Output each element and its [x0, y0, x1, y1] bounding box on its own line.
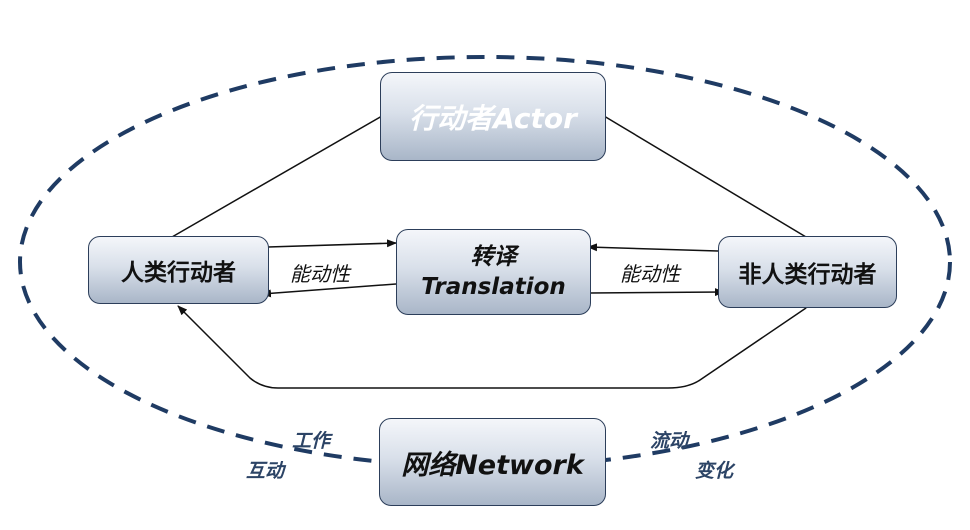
actor-node[interactable]: 行动者Actor [380, 72, 606, 161]
annotation-flow: 流动 [650, 430, 689, 452]
translation-node-label-cn: 转译 [470, 244, 517, 270]
human-to-translation-arrow [267, 239, 397, 248]
side-nodes-loop-path [177, 299, 816, 389]
agency-label-right: 能动性 [620, 262, 680, 286]
annotation-change: 变化 [695, 460, 734, 482]
human-actor-node-label: 人类行动者 [121, 260, 236, 286]
human-actor-node[interactable]: 人类行动者 [88, 236, 269, 304]
nonhuman-actor-node-label: 非人类行动者 [738, 262, 877, 288]
translation-to-nonhuman-arrow [589, 288, 725, 297]
actor-to-human-line [171, 115, 383, 238]
actor-node-label: 行动者Actor [409, 101, 577, 135]
translation-to-human-arrow [261, 283, 397, 298]
annotation-work: 工作 [292, 430, 331, 452]
nonhuman-to-translation-arrow [587, 243, 719, 252]
actor-to-nonhuman-line [603, 115, 807, 238]
nonhuman-actor-node[interactable]: 非人类行动者 [718, 236, 897, 308]
agency-label-left: 能动性 [290, 262, 350, 286]
network-node[interactable]: 网络Network [379, 418, 606, 506]
network-node-label: 网络Network [401, 449, 584, 481]
translation-node-label-en: Translation [421, 274, 566, 300]
translation-node[interactable]: 转译 Translation [396, 229, 591, 315]
annotation-interaction: 互动 [246, 460, 285, 482]
